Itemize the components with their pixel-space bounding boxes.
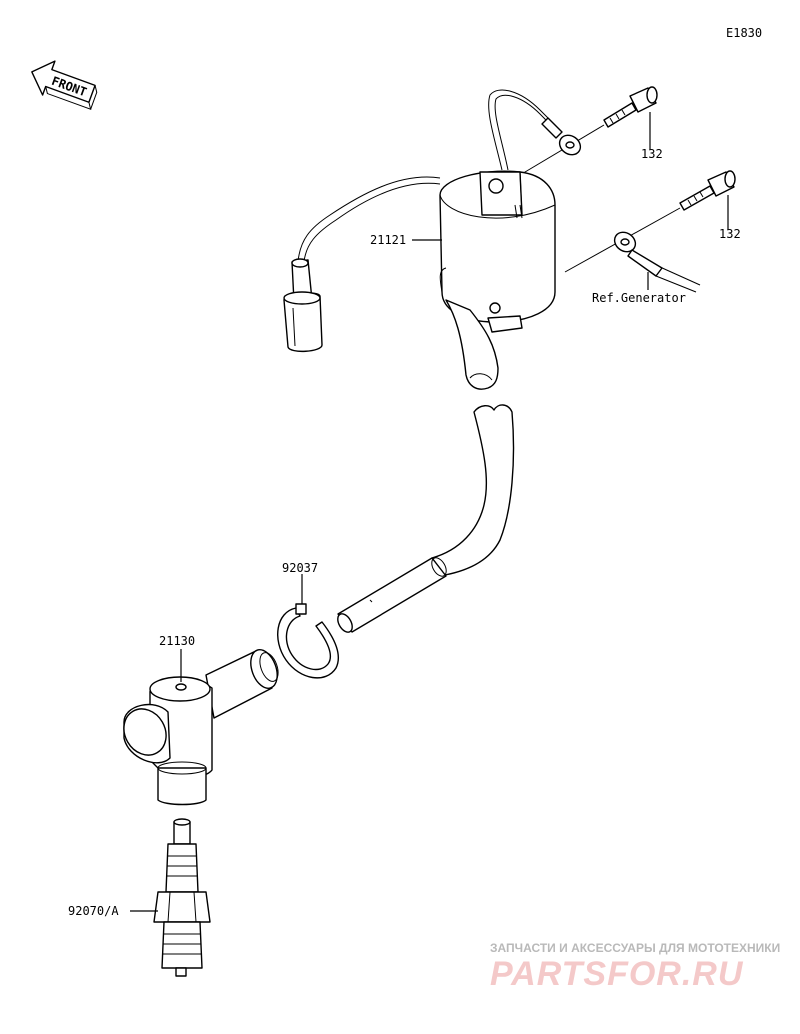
watermark-tagline: ЗАПЧАСТИ И АКСЕССУАРЫ ДЛЯ МОТОТЕХНИКИ bbox=[490, 941, 780, 955]
bolt-upper-label: 132 bbox=[641, 147, 663, 161]
ground-wire bbox=[488, 89, 582, 171]
ignition-coil[interactable] bbox=[439, 170, 556, 333]
diagram-code: E1830 bbox=[726, 26, 762, 40]
plug-cap[interactable] bbox=[116, 646, 282, 806]
bolt-upper[interactable] bbox=[603, 86, 658, 128]
ref-generator-label: Ref.Generator bbox=[592, 291, 686, 305]
bolt-lower-label: 132 bbox=[719, 227, 741, 241]
clamp[interactable] bbox=[277, 603, 340, 679]
ignition-coil-label: 21121 bbox=[370, 233, 406, 247]
spark-plug-label: 92070/A bbox=[68, 904, 119, 918]
bolt-lower[interactable] bbox=[679, 170, 736, 211]
primary-wire bbox=[283, 176, 441, 352]
generator-wire bbox=[613, 231, 701, 293]
clamp-label: 92037 bbox=[282, 561, 318, 575]
plug-cap-label: 21130 bbox=[159, 634, 195, 648]
spark-plug[interactable] bbox=[153, 818, 211, 977]
ht-lead-lower bbox=[337, 404, 515, 633]
front-arrow-icon: FRONT bbox=[31, 60, 98, 111]
watermark-brand: PARTSFOR.RU bbox=[490, 955, 744, 993]
ht-lead-upper bbox=[445, 299, 499, 390]
